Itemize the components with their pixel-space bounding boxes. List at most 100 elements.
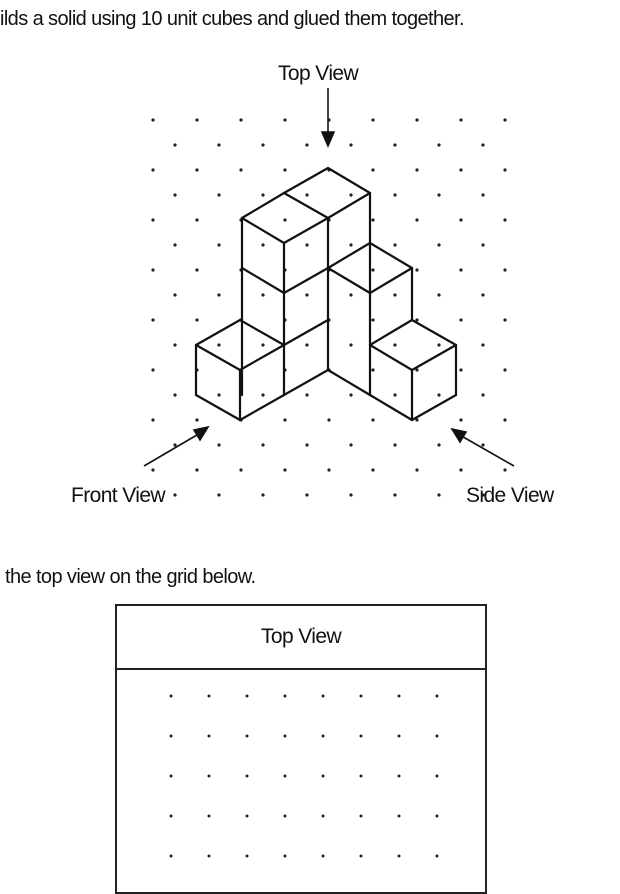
grid-dot [349, 443, 353, 447]
grid-dot [305, 243, 309, 247]
grid-dot [503, 318, 507, 322]
grid-dot [371, 368, 375, 372]
grid-dot [195, 318, 199, 322]
grid-dot [151, 118, 155, 122]
cube-edge [240, 266, 286, 295]
answer-grid-dot [359, 774, 363, 778]
cube-edge [410, 343, 458, 372]
front-view-label: Front View [71, 484, 166, 507]
grid-dot [327, 468, 331, 472]
instruction-text: the top view on the grid below. [5, 566, 256, 588]
grid-dot [349, 293, 353, 297]
grid-dot [217, 443, 221, 447]
side-view-arrow [450, 427, 515, 467]
grid-dot [217, 493, 221, 497]
grid-dot [415, 268, 419, 272]
grid-dot [151, 268, 155, 272]
grid-dot [217, 193, 221, 197]
cube-edge [282, 216, 330, 245]
answer-grid-dot [435, 694, 439, 698]
answer-grid-dot [169, 774, 173, 778]
answer-grid-dot [245, 774, 249, 778]
grid-dot [239, 468, 243, 472]
grid-dot [393, 143, 397, 147]
grid-dot [437, 293, 441, 297]
cube-edge [326, 266, 372, 295]
grid-dot [283, 418, 287, 422]
cube-edge [194, 393, 242, 422]
cube-edge [282, 266, 330, 295]
cube-edge [326, 368, 372, 397]
grid-dot [195, 468, 199, 472]
grid-dot [349, 493, 353, 497]
answer-grid-dot [397, 814, 401, 818]
cube-edge [326, 166, 372, 195]
answer-grid-dot [283, 854, 287, 858]
answer-dot-grid[interactable] [117, 668, 485, 894]
grid-dot [173, 393, 177, 397]
cube-edge [410, 318, 458, 347]
cube-edge [240, 191, 286, 220]
answer-grid-dot [321, 694, 325, 698]
grid-dot [415, 368, 419, 372]
grid-dot [481, 393, 485, 397]
top-view-answer-grid[interactable]: Top View [115, 604, 487, 894]
front-view-arrow [143, 425, 210, 467]
cube-edge [194, 318, 242, 347]
cube-solid [194, 166, 458, 422]
answer-grid-dot [397, 774, 401, 778]
grid-dot [151, 368, 155, 372]
grid-dot [481, 293, 485, 297]
cube-edge [410, 393, 458, 422]
grid-dot [503, 168, 507, 172]
grid-dot [459, 118, 463, 122]
grid-dot [305, 143, 309, 147]
grid-dot [415, 468, 419, 472]
grid-dot [283, 218, 287, 222]
grid-dot [151, 318, 155, 322]
grid-dot [481, 493, 485, 497]
grid-dot [415, 118, 419, 122]
grid-dot [305, 443, 309, 447]
answer-grid-dot [435, 774, 439, 778]
cube-edge [368, 241, 414, 270]
grid-dot [503, 268, 507, 272]
grid-dot [151, 418, 155, 422]
grid-dot [349, 143, 353, 147]
answer-grid-header: Top View [117, 606, 485, 670]
grid-dot [261, 293, 265, 297]
grid-dot [481, 143, 485, 147]
view-arrows [143, 88, 515, 467]
cube-edge [282, 166, 330, 195]
answer-grid-dot [359, 814, 363, 818]
cube-edge [238, 393, 286, 422]
grid-dot [217, 243, 221, 247]
grid-dot [283, 168, 287, 172]
grid-dot [195, 418, 199, 422]
answer-grid-dot [169, 694, 173, 698]
grid-dot [437, 243, 441, 247]
grid-dot [437, 493, 441, 497]
grid-dot [305, 393, 309, 397]
grid-dot [371, 468, 375, 472]
answer-grid-dot [245, 694, 249, 698]
answer-grid-dot [321, 814, 325, 818]
answer-grid-dot [207, 814, 211, 818]
grid-dot [195, 118, 199, 122]
grid-dot [173, 343, 177, 347]
cube-edge [238, 343, 286, 372]
grid-dot [261, 243, 265, 247]
grid-dot [349, 193, 353, 197]
grid-dot [283, 118, 287, 122]
grid-dot [239, 118, 243, 122]
grid-dot [415, 418, 419, 422]
grid-dot [151, 468, 155, 472]
cube-edge [326, 191, 372, 220]
grid-dot [349, 343, 353, 347]
grid-dot [393, 243, 397, 247]
grid-dot [393, 393, 397, 397]
grid-dot [481, 243, 485, 247]
grid-dot [327, 418, 331, 422]
answer-grid-dot [169, 814, 173, 818]
grid-dot [503, 118, 507, 122]
